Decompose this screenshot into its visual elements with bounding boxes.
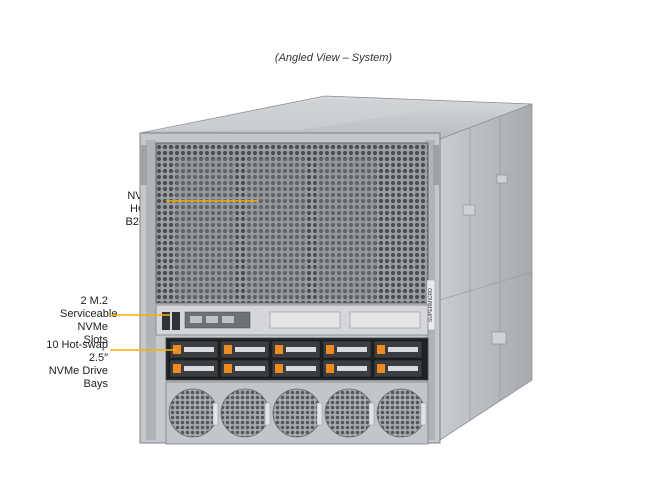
chassis-side [439,103,533,441]
drive-bay[interactable] [373,340,423,359]
nvme-callout-line3: NVMe Slots [77,321,108,346]
drive-bay[interactable] [271,359,321,378]
fan-grill [220,388,271,438]
fan-grill [324,388,375,438]
supermicro-badge: SUPERMICRO [428,288,434,322]
drive-bays [169,340,423,378]
nvme-callout-line2: Serviceable [60,308,118,320]
drive-bay[interactable] [169,340,219,359]
bays-callout-line1: 10 Hot-swap 2.5″ [46,339,108,364]
drive-bay[interactable] [220,359,270,378]
nvme-slots-callout-label: 2 M.2 Serviceable NVMe Slots [60,295,117,347]
fan-grill [168,388,219,438]
drive-bays-callout-label: 10 Hot-swap 2.5″ NVMe Drive Bays [30,339,108,391]
m2-slot-2 [172,312,180,330]
m2-slot-1 [162,312,170,330]
image-caption: (Angled View – System) [274,52,393,64]
gpu-mesh-bezel [155,142,429,304]
fan-grill [376,388,427,438]
drive-bay[interactable] [169,359,219,378]
drive-bay[interactable] [373,359,423,378]
drive-bay[interactable] [220,340,270,359]
drive-bay[interactable] [322,359,372,378]
fan-grill [272,388,323,438]
drive-bay[interactable] [322,340,372,359]
nvme-callout-line1: 2 M.2 [80,295,108,307]
drive-bay[interactable] [271,340,321,359]
bays-callout-line2: NVMe Drive Bays [48,365,108,390]
